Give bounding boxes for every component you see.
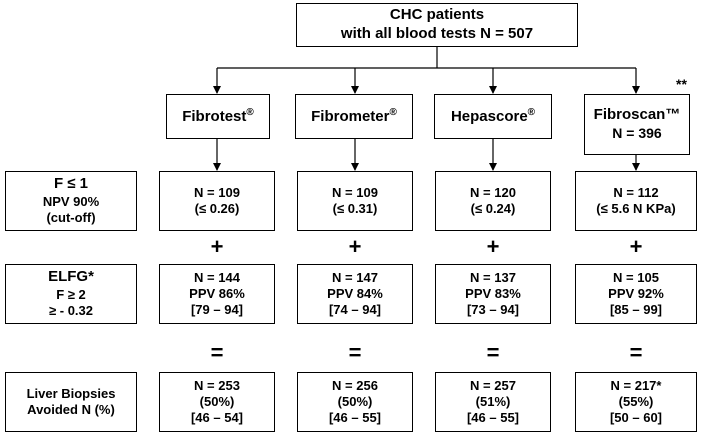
row-label-avoided: Liver Biopsies Avoided N (%)	[5, 372, 137, 432]
f1-fibrometer-cutoff: (≤ 0.31)	[332, 201, 378, 216]
fibroscan-footnote-mark: **	[676, 76, 687, 92]
avoided-fibrometer-pct: (50%)	[337, 393, 373, 409]
population-line-2: with all blood tests N = 507	[340, 25, 534, 42]
avoided-hepascore-ci: [46 – 55]	[466, 410, 520, 426]
test-box-fibrometer: Fibrometer®	[295, 94, 413, 139]
elfg-fibroscan-ppv: PPV 92%	[608, 285, 664, 301]
row-label-avoided-line-2: Avoided N (%)	[27, 402, 115, 417]
row-label-avoided-line-1: Liver Biopsies	[26, 385, 116, 401]
avoided-hepascore-n: N = 257	[470, 377, 516, 393]
avoided-fibrotest-ci: [46 – 54]	[190, 410, 244, 426]
elfg-fibrotest-ci: [79 – 94]	[190, 302, 244, 318]
equals-sign: =	[629, 340, 643, 365]
avoided-fibrotest-pct: (50%)	[199, 393, 235, 409]
equals-sign: =	[348, 340, 362, 365]
test-name-fibrotest: Fibrotest	[182, 107, 247, 125]
test-box-fibroscan: Fibroscan™ N = 396	[584, 94, 690, 155]
elfg-cell-fibrotest: N = 144 PPV 86% [79 – 94]	[159, 264, 275, 324]
plus-sign: +	[629, 234, 643, 259]
elfg-hepascore-ci: [73 – 94]	[466, 302, 520, 318]
elfg-fibrometer-ci: [74 – 94]	[328, 302, 382, 318]
avoided-hepascore-pct: (51%)	[475, 393, 511, 409]
avoided-fibroscan-ci: [50 – 60]	[609, 410, 663, 426]
elfg-hepascore-n: N = 137	[470, 269, 516, 285]
avoided-cell-fibrometer: N = 256 (50%) [46 – 55]	[297, 372, 413, 432]
avoided-fibroscan-n: N = 217*	[610, 377, 662, 393]
elfg-cell-fibroscan: N = 105 PPV 92% [85 – 99]	[575, 264, 697, 324]
fibroscan-n: N = 396	[612, 125, 662, 142]
avoided-fibroscan-pct: (55%)	[618, 393, 654, 409]
avoided-fibrometer-ci: [46 – 55]	[328, 410, 382, 426]
test-box-hepascore: Hepascore®	[434, 94, 552, 139]
row-label-elfg-line-2: F ≥ 2	[56, 287, 86, 303]
test-name-fibrometer: Fibrometer	[311, 107, 390, 125]
row-label-f1-line-3: (cut-off)	[46, 210, 96, 226]
f1-fibrotest-n: N = 109	[194, 184, 240, 200]
registered-mark: ®	[246, 106, 254, 118]
row-label-elfg-line-1: ELFG*	[48, 268, 94, 286]
registered-mark: ®	[527, 106, 536, 118]
f1-fibroscan-n: N = 112	[613, 184, 659, 200]
elfg-fibrometer-n: N = 147	[332, 269, 378, 285]
registered-mark: ®	[389, 106, 397, 118]
f1-cell-fibrometer: N = 109 (≤ 0.31)	[297, 171, 413, 231]
row-label-elfg: ELFG* F ≥ 2 ≥ - 0.32	[5, 264, 137, 324]
test-box-fibrotest: Fibrotest®	[166, 94, 270, 139]
elfg-fibroscan-ci: [85 – 99]	[609, 302, 663, 318]
f1-fibrometer-n: N = 109	[332, 184, 378, 200]
elfg-fibrotest-n: N = 144	[194, 269, 240, 285]
test-name-hepascore: Hepascore	[450, 107, 528, 125]
avoided-fibrometer-n: N = 256	[332, 377, 378, 393]
avoided-cell-fibroscan: N = 217* (55%) [50 – 60]	[575, 372, 697, 432]
avoided-cell-hepascore: N = 257 (51%) [46 – 55]	[435, 372, 551, 432]
f1-fibroscan-cutoff: (≤ 5.6 N KPa)	[596, 201, 676, 216]
elfg-fibrometer-ppv: PPV 84%	[327, 285, 383, 301]
row-label-f1-line-2: NPV 90%	[42, 194, 100, 210]
equals-sign: =	[486, 340, 500, 365]
f1-hepascore-cutoff: (≤ 0.24)	[470, 201, 516, 216]
population-box: CHC patients with all blood tests N = 50…	[296, 3, 578, 47]
elfg-hepascore-ppv: PPV 83%	[465, 285, 521, 301]
elfg-cell-fibrometer: N = 147 PPV 84% [74 – 94]	[297, 264, 413, 324]
population-line-1: CHC patients	[389, 6, 485, 24]
equals-sign: =	[210, 340, 224, 365]
avoided-cell-fibrotest: N = 253 (50%) [46 – 54]	[159, 372, 275, 432]
row-label-elfg-line-3: ≥ - 0.32	[49, 303, 93, 319]
row-label-f1: F ≤ 1 NPV 90% (cut-off)	[5, 171, 137, 231]
elfg-fibrotest-ppv: PPV 86%	[189, 285, 245, 301]
plus-sign: +	[210, 234, 224, 259]
avoided-fibrotest-n: N = 253	[194, 377, 240, 393]
f1-hepascore-n: N = 120	[470, 184, 516, 200]
row-label-f1-line-1: F ≤ 1	[53, 175, 89, 193]
f1-cell-fibroscan: N = 112 (≤ 5.6 N KPa)	[575, 171, 697, 231]
plus-sign: +	[486, 234, 500, 259]
elfg-cell-hepascore: N = 137 PPV 83% [73 – 94]	[435, 264, 551, 324]
elfg-fibroscan-n: N = 105	[613, 269, 659, 285]
f1-fibrotest-cutoff: (≤ 0.26)	[194, 201, 240, 216]
plus-sign: +	[348, 234, 362, 259]
test-name-fibroscan: Fibroscan™	[593, 106, 681, 124]
f1-cell-fibrotest: N = 109 (≤ 0.26)	[159, 171, 275, 231]
f1-cell-hepascore: N = 120 (≤ 0.24)	[435, 171, 551, 231]
